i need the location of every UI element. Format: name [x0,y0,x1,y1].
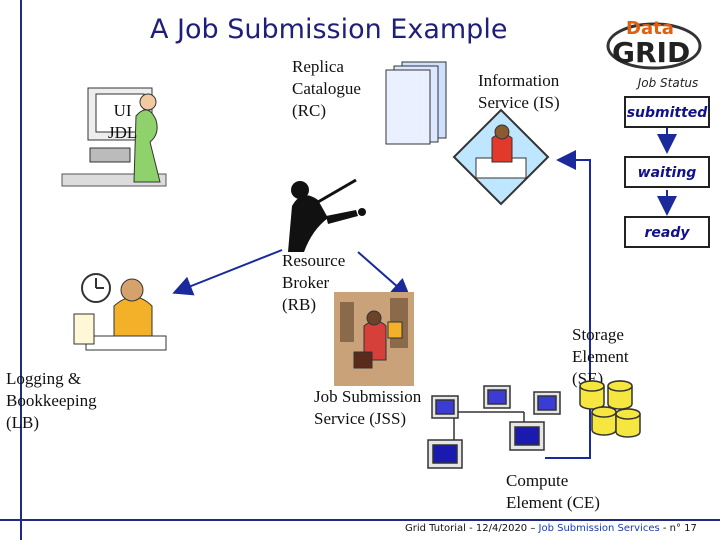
svg-text:GRID: GRID [612,36,690,69]
status-submitted: submitted [624,96,710,128]
replica-catalogue-label: Replica Catalogue (RC) [292,57,361,120]
footer-link[interactable]: Job Submission Services [538,523,660,534]
compute-cluster-icon [424,382,574,478]
footer-prefix: Grid Tutorial - 12/4/2020 – [405,523,539,534]
storage-disks-icon [576,378,642,444]
job-status-title: Job Status [637,76,699,90]
job-submission-label: Job Submission Service (JSS) [314,387,422,428]
logging-bookkeeping-label: Logging & Bookkeeping (LB) [6,369,97,432]
slide-title: A Job Submission Example [150,14,508,45]
ui-jdl-label: UI JDL [108,101,138,142]
slide-footer: Grid Tutorial - 12/4/2020 – Job Submissi… [405,523,697,534]
status-ready: ready [624,216,710,248]
footer-suffix: - n° 17 [659,523,697,534]
bottom-border-rule [0,519,720,521]
left-border-rule [20,0,22,540]
ui-user-clipart [60,76,170,188]
resource-broker-clipart [272,176,372,256]
status-waiting: waiting [624,156,710,188]
information-service-clipart [452,108,550,206]
compute-element-label: Compute Element (CE) [506,471,600,512]
svg-text:Data: Data [626,18,674,39]
logging-clipart [66,266,176,358]
job-submission-clipart [334,292,414,386]
resource-broker-label: Resource Broker (RB) [282,251,346,314]
replica-pages-icon [380,60,450,146]
datagrid-logo: Data GRID [604,18,704,70]
information-service-label: Information Service (IS) [478,71,560,112]
